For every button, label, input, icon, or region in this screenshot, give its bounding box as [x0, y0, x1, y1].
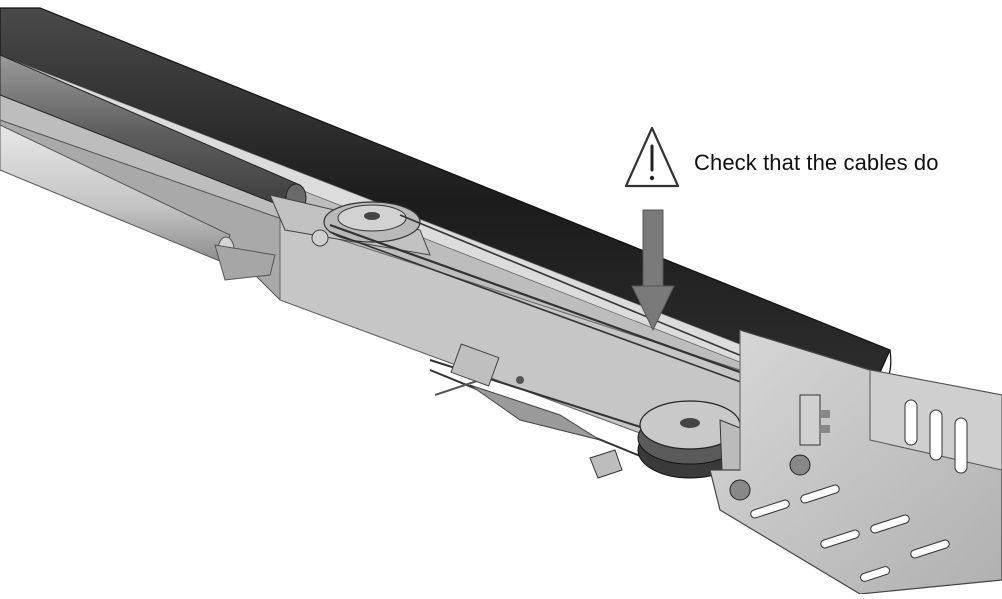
tensioner — [434, 343, 601, 441]
lower-tube — [0, 124, 276, 281]
down-arrow-icon — [631, 209, 675, 332]
warning-triangle-icon — [624, 126, 680, 188]
lower-pulley — [637, 400, 749, 479]
end-bracket — [589, 329, 1002, 595]
warning-callout-text: Check that the cables do — [694, 150, 939, 175]
